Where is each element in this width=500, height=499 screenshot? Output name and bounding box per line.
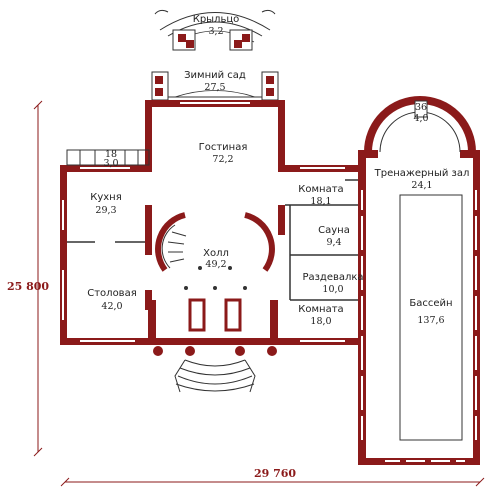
room2-area: 18,0 — [310, 316, 331, 327]
dressing-name: Раздевалка — [302, 272, 363, 283]
dressing-area: 10,0 — [322, 284, 343, 295]
height-dimension: 25 800 — [7, 100, 49, 457]
living-area: 72,2 — [212, 154, 233, 165]
winter-garden-name: Зимний сад — [184, 70, 246, 81]
room1-name: Комната — [298, 184, 343, 195]
winter-garden: Зимний сад 27,5 — [151, 70, 279, 101]
stair-area: 3,0 — [103, 158, 118, 169]
gym-area: 24,1 — [411, 180, 432, 191]
apse-number: 36 — [415, 102, 427, 113]
hall-stair — [155, 212, 275, 307]
side-stair: 18 3,0 — [66, 149, 150, 169]
kitchen-name: Кухня — [90, 192, 122, 203]
height-dim-label: 25 800 — [7, 280, 49, 293]
pool-name: Бассейн — [409, 298, 452, 309]
apse-area: 4,0 — [413, 113, 428, 124]
gym-apse: 36 4,0 — [364, 96, 476, 153]
gym-name: Тренажерный зал — [374, 168, 470, 179]
width-dim-label: 29 760 — [254, 467, 296, 480]
sauna-name: Сауна — [318, 225, 350, 236]
room2-name: Комната — [298, 304, 343, 315]
partitions — [67, 179, 358, 301]
kitchen-area: 29,3 — [95, 205, 116, 216]
entrance — [153, 298, 277, 393]
window-mullions — [60, 210, 480, 465]
width-dimension: 29 760 — [60, 467, 485, 487]
pool-area: 137,6 — [417, 315, 444, 326]
living-name: Гостиная — [199, 142, 248, 153]
winter-garden-area: 27,5 — [204, 82, 225, 93]
hall-name: Холл — [203, 248, 229, 259]
room1-area: 18,1 — [310, 196, 331, 207]
sauna-area: 9,4 — [326, 237, 341, 248]
dining-name: Столовая — [87, 288, 136, 299]
porch: Крыльцо 3,2 — [154, 9, 276, 51]
walls — [60, 100, 480, 465]
dining-area: 42,0 — [101, 301, 122, 312]
stair-number: 18 — [105, 149, 117, 160]
windows — [62, 102, 477, 462]
pool-basin — [399, 194, 463, 441]
hall-area: 49,2 — [205, 259, 226, 270]
porch-name: Крыльцо — [193, 14, 240, 25]
porch-area: 3,2 — [208, 26, 223, 37]
